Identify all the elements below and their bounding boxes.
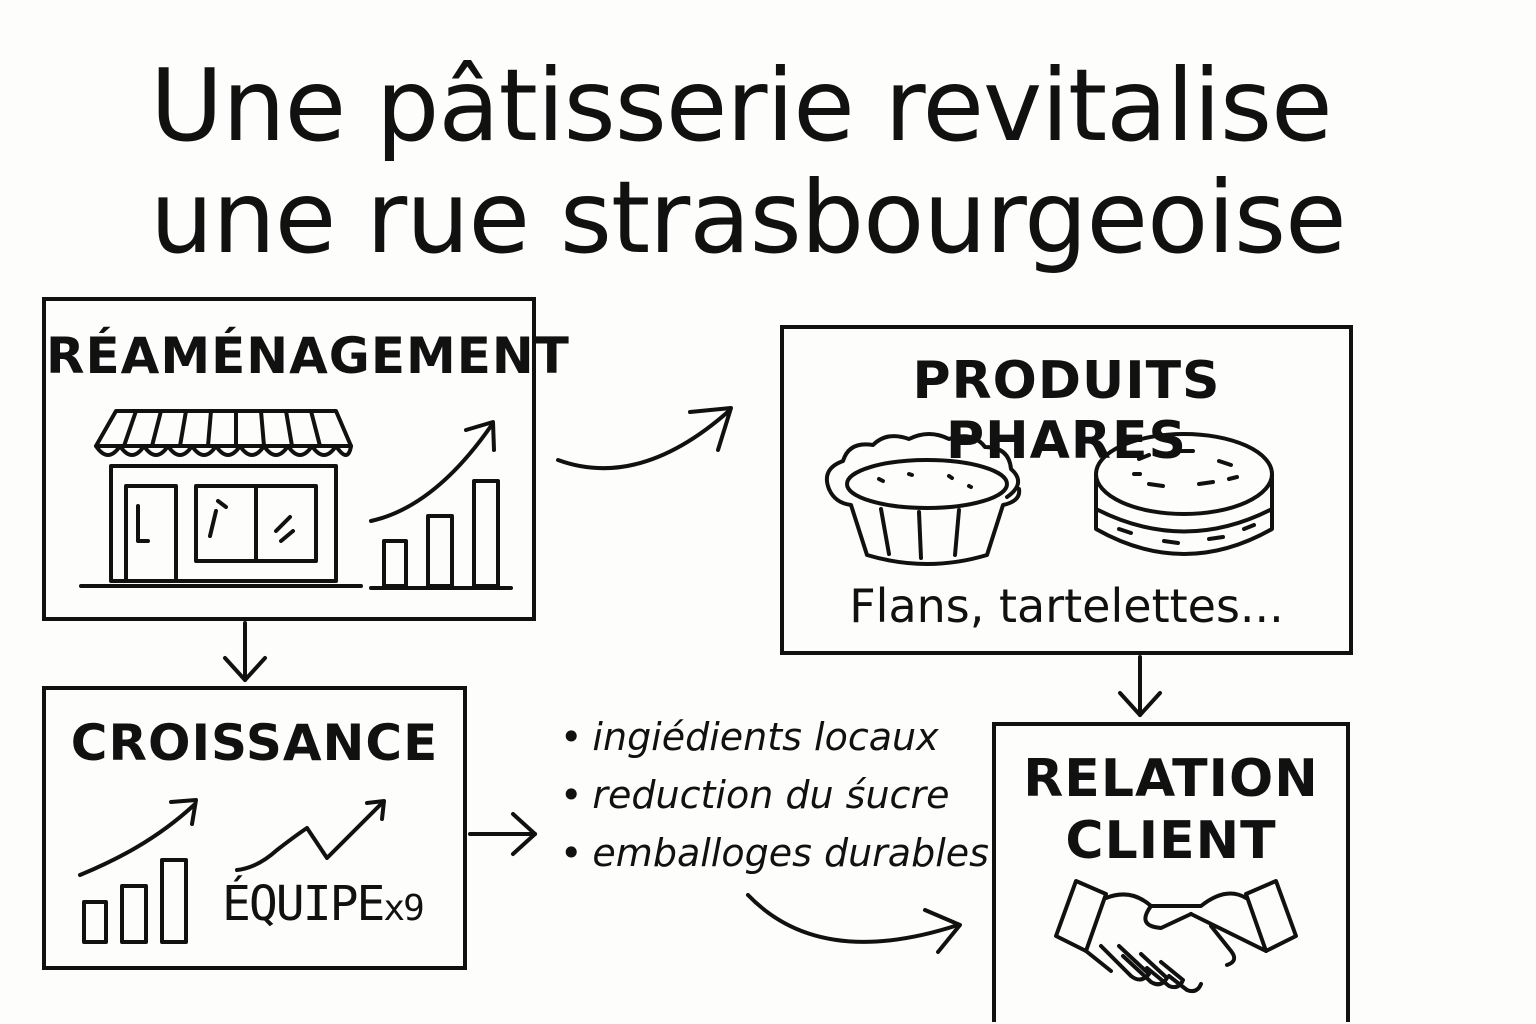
croissance-label: CROISSANCE: [70, 714, 439, 772]
equipe-multiplier: x9: [383, 888, 424, 929]
title-line-2: une rue strasbourgeoise: [150, 159, 1347, 276]
box-reamenagement: RÉAMÉNAGEMENT: [42, 297, 570, 621]
arrow-bullets-to-relation: [746, 893, 960, 944]
reamenagement-label: RÉAMÉNAGEMENT: [46, 327, 570, 385]
relation-label: RELATION CLIENT: [996, 748, 1346, 872]
title-line-1: Une pâtisserie revitalise: [150, 47, 1333, 164]
arrow-head-4: [1118, 691, 1162, 717]
produits-label: PRODUITS PHARES: [912, 351, 1221, 471]
bullet-item-3: emballoges durables: [560, 824, 989, 882]
equipe-text: ÉQUIPE: [222, 876, 385, 932]
equipe-label: ÉQUIPEx9: [222, 876, 425, 932]
storefront-icon: [79, 409, 363, 588]
bullet-item-1: ingiédients locaux: [560, 708, 989, 766]
arrow-head-1: [688, 406, 733, 452]
bullet-item-2: reduction du śucre: [560, 766, 989, 824]
tart-icon: [824, 432, 1022, 566]
box-croissance: CROISSANCE ÉQUIPEx9: [42, 686, 467, 970]
box-relation-client: RELATION CLIENT: [992, 722, 1350, 1022]
bar-growth-icon: [78, 798, 198, 944]
relation-label-line-1: RELATION: [1023, 749, 1319, 809]
flan-icon: [1094, 432, 1274, 556]
box-produits-phares: PRODUITS PHARES Flans, tartelettes...: [780, 325, 1353, 655]
arrow-reamenagement-to-produits: [556, 408, 732, 471]
bullet-list: ingiédients locaux reduction du śucre em…: [560, 708, 989, 882]
arrow-head-3: [511, 812, 537, 856]
arrow-head-2: [223, 656, 267, 682]
growth-chart-icon: [369, 420, 513, 590]
relation-label-line-2: CLIENT: [1065, 811, 1277, 871]
produits-caption: Flans, tartelettes...: [849, 579, 1284, 633]
arrow-head-5: [923, 908, 962, 954]
line-growth-icon: [235, 799, 386, 872]
page-title: Une pâtisserie revitalise une rue strasb…: [150, 50, 1400, 274]
handshake-icon: [1054, 879, 1298, 994]
